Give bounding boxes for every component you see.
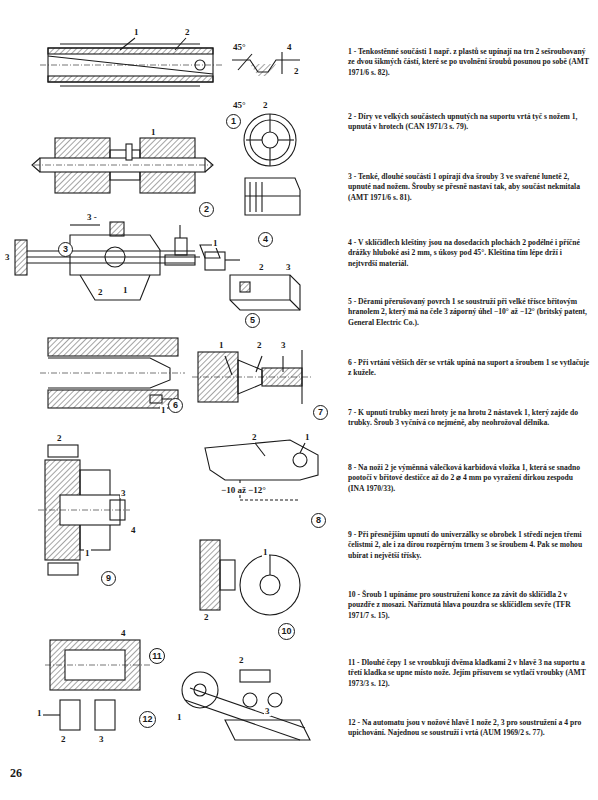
description-text: 2 - Díry ve velkých součástech upnutých … — [348, 112, 590, 133]
cutter-block — [205, 252, 300, 310]
description-text: 6 - Při vrtání větších děr se vrták upín… — [348, 358, 590, 379]
description-text: 9 - Při přesnějším upnutí do univerzálky… — [348, 530, 590, 561]
callout-number: 2 — [238, 655, 245, 665]
figure-number-text: 3 — [63, 245, 68, 254]
figure-number: 12 — [139, 711, 156, 728]
callout-number: 2 — [258, 262, 265, 272]
callout-number: 2 — [60, 734, 67, 744]
turret-head — [40, 640, 150, 730]
figure-number-text: 12 — [142, 715, 152, 724]
callout-number: 2 — [203, 612, 210, 622]
mandrel — [40, 38, 222, 86]
figure-number-text: 4 — [263, 235, 268, 244]
boring-bar — [32, 138, 213, 193]
tool-insert — [205, 440, 318, 500]
figure-number-text: 11 — [152, 652, 162, 661]
description-text: 7 - K upnutí trubky mezi hroty je na hro… — [348, 408, 590, 429]
callout-number: 45° — [232, 100, 247, 110]
callout-number: 1 — [133, 27, 140, 37]
figure-number-text: 2 — [204, 205, 209, 214]
callout-number: 1 — [150, 127, 157, 137]
callout-number: 3 — [285, 262, 292, 272]
steady-rest — [15, 222, 220, 300]
callout-number: 1 — [262, 547, 269, 557]
callout-number: 1 — [212, 238, 219, 248]
drill-holder — [40, 338, 185, 408]
figure-number: 5 — [245, 313, 260, 328]
callout-number: 3 — [280, 340, 287, 350]
figure-number-text: 6 — [173, 401, 178, 410]
callout-number: 3 — [98, 734, 105, 744]
figure-number-text: 10 — [281, 627, 291, 636]
figure-number: 9 — [101, 571, 116, 586]
figure-number: 8 — [311, 513, 326, 528]
callout-number: 1 — [122, 285, 129, 295]
description-text: 5 - Děrami přerušovaný povrch 1 se soust… — [348, 297, 590, 328]
callout-number: 2 — [293, 66, 300, 76]
figure-number: 2 — [199, 202, 214, 217]
callout-number: 2 — [251, 432, 258, 442]
figure-number-text: 5 — [250, 316, 255, 325]
description-text: 3 - Tenké, dlouhé součásti 1 opírají dva… — [348, 172, 590, 203]
callout-number: −10 až −12° — [220, 485, 267, 495]
figure-number: 7 — [313, 405, 328, 420]
callout-number: 3 — [264, 706, 271, 716]
figure-number-text: 8 — [316, 516, 321, 525]
callout-number: 1 — [36, 708, 43, 718]
description-text: 10 - Šroub 1 upínáme pro soustružení kon… — [348, 590, 590, 621]
groove-detail — [232, 52, 300, 76]
callout-number: 3 — [120, 488, 127, 498]
figure-number-text: 1 — [231, 117, 236, 126]
callout-number: 1 — [304, 432, 311, 442]
callout-number: 4 — [130, 525, 137, 535]
description-text: 11 - Dlouhé čepy 1 se vroubkují dvěma kl… — [348, 658, 590, 689]
callout-number: 3 - — [86, 212, 98, 222]
callout-number: 4 — [286, 42, 293, 52]
figure-number: 4 — [258, 232, 273, 247]
figure-number: 11 — [149, 648, 165, 664]
figure-number-text: 9 — [106, 574, 111, 583]
callout-number: 45° — [232, 42, 247, 52]
callout-number: 1 — [84, 548, 91, 558]
figure-number: 10 — [278, 623, 295, 640]
callout-number: 2 — [256, 340, 263, 350]
figure-number: 3 — [58, 242, 73, 257]
description-text: 4 - V sklíčidlech kleštiny jsou na dosed… — [348, 238, 590, 269]
page-number: 26 — [10, 766, 22, 781]
figure-number-text: 7 — [318, 408, 323, 417]
callout-number: 2 — [56, 433, 63, 443]
callout-number: 2 — [184, 27, 191, 37]
callout-number: 1 — [176, 712, 183, 722]
callout-number: 1 — [160, 405, 167, 415]
figure-number: 1 — [226, 114, 241, 129]
description-text: 12 - Na automatu jsou v nožové hlavě 1 n… — [348, 718, 590, 739]
tube-centre — [192, 350, 312, 404]
figure-number: 6 — [168, 398, 183, 413]
knurling-head — [182, 670, 310, 740]
callout-number: 2 — [97, 287, 104, 297]
description-text: 8 - Na noži 2 je výměnná válečková karbi… — [348, 463, 590, 494]
callout-number: 3 — [4, 252, 11, 262]
callout-number: 4 — [120, 628, 127, 638]
screw-bushing — [200, 540, 300, 615]
callout-number: 2 — [262, 100, 269, 110]
callout-number: 1 — [218, 340, 225, 350]
chuck — [38, 445, 130, 575]
collet — [244, 114, 300, 215]
description-text: 1 - Tenkostěnné součásti 1 např. z plast… — [348, 47, 590, 78]
